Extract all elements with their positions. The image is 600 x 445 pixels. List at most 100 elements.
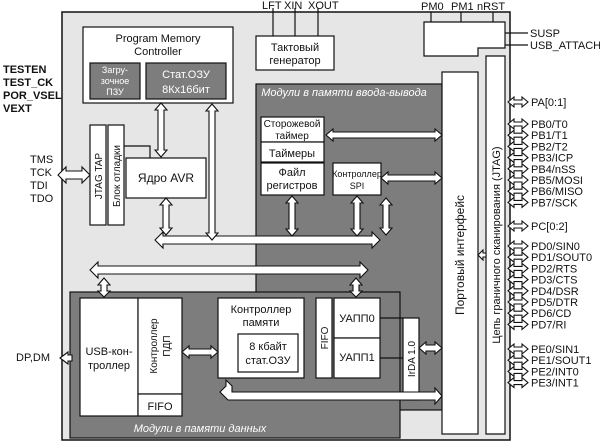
spi-line2: SPI xyxy=(350,181,365,191)
jtag-tap xyxy=(89,124,107,226)
port-interface-label: Портовый интерфейс xyxy=(453,195,467,315)
pin-pe2: PE2/INT0 xyxy=(531,366,579,378)
pin-pd3: PD3/CTS xyxy=(531,275,577,287)
port-to-scan-arrow xyxy=(477,248,487,262)
pin-pd5: PD5/DTR xyxy=(531,297,578,309)
pin-pb4: PB4/nSS xyxy=(531,164,576,176)
avr-core xyxy=(125,157,207,199)
program-sram-line1: Стат.ОЗУ xyxy=(162,69,211,81)
left-pins-test: TESTEN TEST_CK POR_VSEL VEXT xyxy=(3,64,62,115)
pin-pd0: PD0/SIN0 xyxy=(531,241,580,253)
core-bus-arrow xyxy=(158,197,174,236)
data-sram-8k xyxy=(237,333,299,373)
right-pins: PA[0:1] PC[0:2] xyxy=(507,95,568,233)
pin-usb-attach: USB_ATTACH xyxy=(530,40,600,52)
usb-fifo-label: FIFO xyxy=(147,401,172,413)
irda-port-arrow xyxy=(418,340,443,356)
register-file xyxy=(260,162,325,196)
pin-pe0: PE0/SIN1 xyxy=(531,344,579,356)
pmc-bus-arrow xyxy=(204,103,220,241)
boot-rom xyxy=(89,62,141,100)
pmc-title-1: Program Memory xyxy=(116,33,201,45)
pin-pd7: PD7/RI xyxy=(531,319,566,331)
pin-nrst: nRST xyxy=(477,1,505,13)
pb-pin-arrow xyxy=(507,185,529,198)
pd-pin-arrow xyxy=(507,318,529,331)
port-d-pins: PD0/SIN0PD1/SOUT0PD2/RTSPD3/CTSPD4/DSRPD… xyxy=(507,239,592,331)
pa-arrow xyxy=(507,95,529,109)
pin-pb6: PB6/MISO xyxy=(531,186,583,198)
bus-usb-arrow xyxy=(96,277,112,298)
pin-por-vsel: POR_VSEL xyxy=(3,90,62,102)
pin-pb1: PB1/T1 xyxy=(531,130,568,142)
pb-pin-arrow xyxy=(507,117,529,131)
pin-pe1: PE1/SOUT1 xyxy=(531,355,592,367)
io-bus-arrow xyxy=(378,197,394,236)
data-sram-line2: стат.ОЗУ xyxy=(245,355,291,367)
bus-uart-arrow xyxy=(348,277,364,298)
pin-pd2: PD2/RTS xyxy=(531,263,577,275)
avr-core-label: Ядро AVR xyxy=(138,171,194,185)
register-file-line2: регистров xyxy=(266,180,317,192)
pin-xout: XOUT xyxy=(308,0,339,12)
uart-fifo-label: FIFO xyxy=(320,326,331,349)
power-management-block xyxy=(423,21,506,57)
uart-fifo xyxy=(315,297,333,379)
memctrl-port-arrow xyxy=(219,378,443,406)
data-modules-caption: Модули в памяти данных xyxy=(134,423,267,435)
pd-pin-arrow xyxy=(507,262,529,275)
debug-unit xyxy=(107,124,125,226)
register-file-line1: Файл xyxy=(278,167,305,179)
spi-controller xyxy=(332,162,382,196)
uart1-label: УАПП1 xyxy=(339,352,374,364)
program-sram xyxy=(145,62,227,100)
mem-controller-line1: Контроллер xyxy=(231,304,292,316)
pin-xin: XIN xyxy=(284,0,302,12)
pmc-title-2: Controller xyxy=(134,46,182,58)
dma-controller xyxy=(137,297,183,395)
pb-pin-arrow xyxy=(507,140,529,153)
boot-rom-line3: ПЗУ xyxy=(106,87,124,97)
pin-pa: PA[0:1] xyxy=(531,97,566,109)
jtag-tap-label: JTAG TAP xyxy=(94,153,105,199)
pin-test-ck: TEST_CK xyxy=(3,77,53,89)
left-pins-jtag: TMS TCK TDI TDO xyxy=(30,154,54,205)
clock-generator xyxy=(255,35,335,71)
timers-label: Таймеры xyxy=(269,148,315,160)
pe-pin-arrow xyxy=(507,376,529,389)
boundary-scan-chain xyxy=(485,55,506,435)
pin-tms: TMS xyxy=(30,154,53,166)
top-pins: LFT XIN XOUT PM0 PM1 nRST xyxy=(262,0,505,36)
pin-vext: VEXT xyxy=(3,103,32,115)
pin-pb7: PB7/SCK xyxy=(531,197,578,209)
regfile-bus-arrow xyxy=(284,195,300,237)
pin-pb5: PB5/MOSI xyxy=(531,175,583,187)
pin-pb0: PB0/T0 xyxy=(531,119,568,131)
pin-pm1: PM1 xyxy=(451,1,474,13)
pin-pb3: PB3/ICP xyxy=(531,153,573,165)
pd-pin-arrow xyxy=(507,295,529,309)
io-modules-caption: Модули в памяти ввода-вывода xyxy=(261,87,427,99)
usb-controller-line1: USB-кон- xyxy=(85,346,132,358)
pb-pin-arrow xyxy=(507,173,529,187)
pb-pin-arrow xyxy=(507,129,529,142)
boot-rom-line2: зочное xyxy=(101,76,130,86)
pin-susp: SUSP xyxy=(530,28,560,40)
dma-line1: Контроллер xyxy=(149,318,160,374)
pd-pin-arrow xyxy=(507,307,529,320)
pin-pd6: PD6/CD xyxy=(531,308,571,320)
clock-generator-line1: Тактовый xyxy=(271,42,319,54)
pd-pin-arrow xyxy=(507,273,529,286)
pe-pin-arrow xyxy=(507,354,529,367)
timers xyxy=(260,141,325,163)
program-sram-line2: 8Кх16бит xyxy=(162,84,210,96)
pin-pc: PC[0:2] xyxy=(531,221,568,233)
dp-dm-arrow xyxy=(59,350,73,366)
data-bus-arrow xyxy=(89,260,369,280)
pin-testen: TESTEN xyxy=(3,64,46,76)
pb-pin-arrow xyxy=(507,162,529,175)
clock-generator-line2: генератор xyxy=(269,55,320,67)
pc-arrow xyxy=(507,219,529,233)
spi-bus-arrow xyxy=(349,195,365,237)
